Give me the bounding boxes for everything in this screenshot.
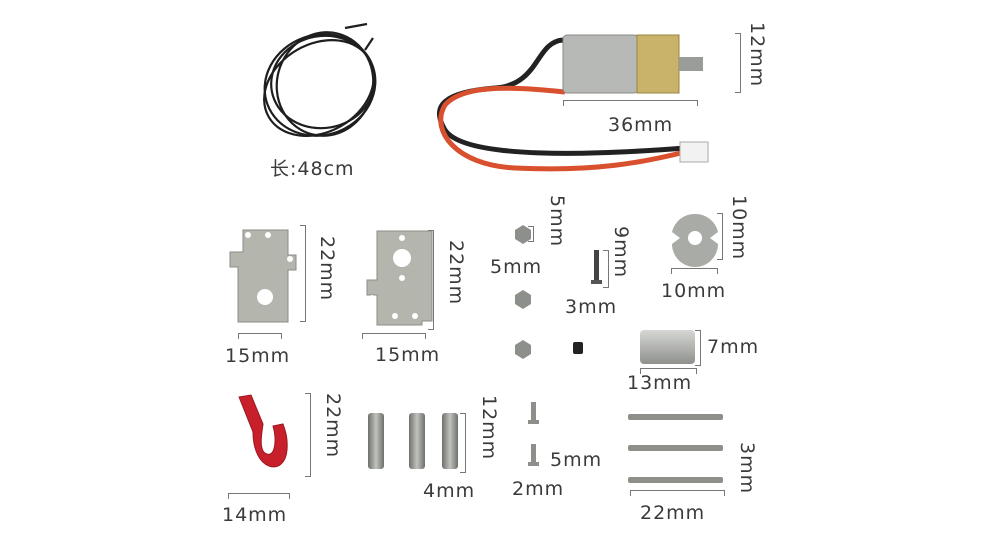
coupler-height-label: 7mm: [707, 336, 760, 358]
nut-height-label: 5mm: [546, 195, 568, 248]
wire-length-label: 长:48cm: [270, 158, 355, 180]
long-screw-icon: [628, 445, 723, 451]
small-screw-height-label: 5mm: [550, 449, 603, 471]
coupler-width-label: 13mm: [627, 372, 693, 394]
pin-icon: [368, 413, 384, 469]
nut-icons: [515, 225, 531, 359]
wire-coil-image: [263, 22, 377, 137]
hook-width-label: 14mm: [222, 504, 288, 526]
bracket-left-width-label: 15mm: [225, 345, 291, 367]
bracket-right-image: [366, 230, 433, 326]
bracket-left-image: [229, 229, 297, 323]
bracket-right-width-label: 15mm: [375, 344, 441, 366]
hook-image: [238, 394, 288, 468]
tapping-screw-height-label: 9mm: [610, 226, 632, 279]
small-screw-icons: [528, 402, 539, 466]
tapping-screw-width-label: 3mm: [565, 296, 618, 318]
pin-icon: [409, 413, 425, 469]
tapping-screw-image: [591, 250, 602, 284]
bracket-left-height-label: 22mm: [316, 236, 338, 302]
long-screws-width-label: 22mm: [640, 502, 706, 524]
motor-width-label: 36mm: [608, 114, 674, 136]
long-screws-height-label: 3mm: [736, 442, 758, 495]
motor-height-label: 12mm: [746, 22, 768, 88]
pin-icon: [442, 413, 458, 469]
long-screw-icon: [628, 414, 723, 420]
motor-image: [437, 34, 709, 172]
hook-height-label: 22mm: [322, 393, 344, 459]
washer-height-label: 10mm: [728, 195, 750, 261]
set-screw-icon: [573, 342, 583, 354]
washer-image: [672, 213, 718, 267]
pins-width-label: 4mm: [423, 480, 476, 502]
pins-height-label: 12mm: [478, 395, 500, 461]
nut-width-label: 5mm: [490, 256, 543, 278]
long-screw-icon: [628, 477, 723, 483]
small-screw-width-label: 2mm: [512, 478, 565, 500]
bracket-right-height-label: 22mm: [445, 240, 467, 306]
coupler-image: [640, 330, 695, 364]
washer-width-label: 10mm: [661, 280, 727, 302]
